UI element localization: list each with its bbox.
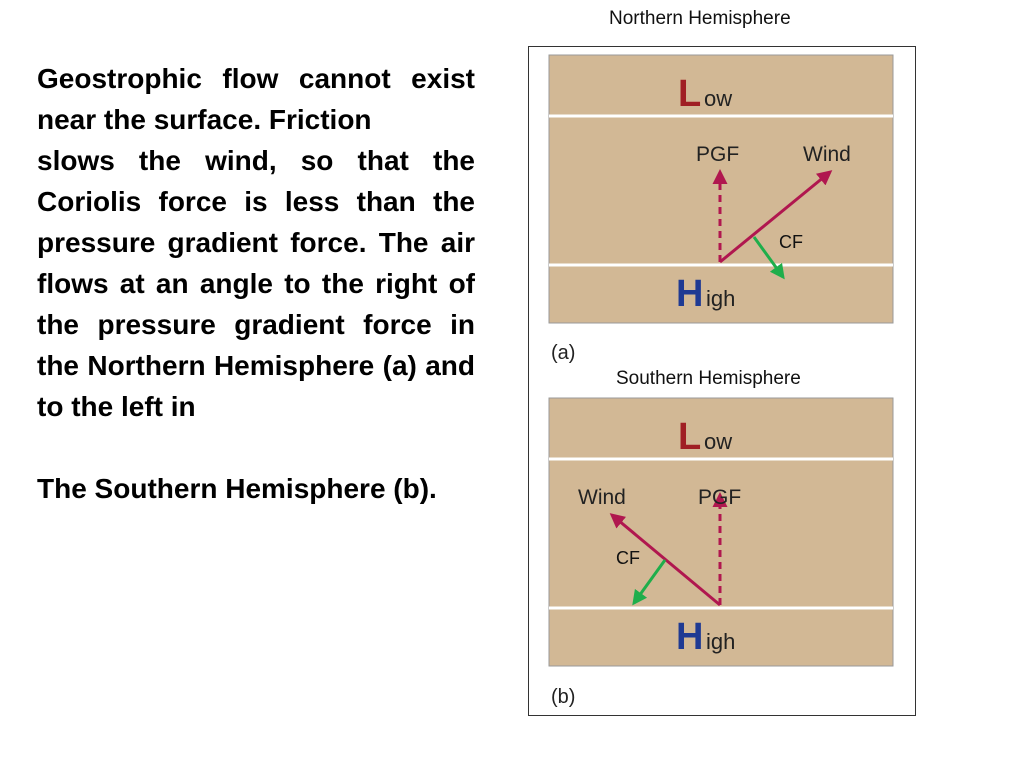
high-initial: H — [676, 273, 703, 315]
cf-label-south: CF — [616, 548, 640, 568]
pgf-label: PGF — [698, 486, 741, 509]
cf-label-north: CF — [779, 232, 803, 252]
low-initial: L — [678, 416, 701, 458]
wind-label: Wind — [578, 486, 626, 509]
high-rest: igh — [706, 629, 735, 654]
low-initial: L — [678, 73, 701, 115]
paragraph-1: Geostrophic flow cannot exist near the s… — [37, 63, 475, 135]
pgf-label: PGF — [696, 143, 739, 166]
northern-hemisphere-label: Northern Hemisphere — [609, 8, 791, 29]
southern-hemisphere-label: Southern Hemisphere — [616, 368, 801, 389]
diagram-panel-northern: L ow H igh PGF Wind — [548, 54, 894, 324]
slide-body-text: Geostrophic flow cannot exist near the s… — [37, 58, 475, 509]
high-initial: H — [676, 616, 703, 658]
paragraph-2: slows the wind, so that the Coriolis for… — [37, 145, 475, 422]
low-rest: ow — [704, 429, 732, 454]
panel-letter-a: (a) — [551, 342, 576, 364]
paragraph-gap — [37, 427, 475, 468]
coriolis-arrow — [632, 559, 667, 606]
panel-letter-b: (b) — [551, 686, 576, 708]
coriolis-arrow — [752, 236, 785, 280]
diagram-panel-southern: L ow H igh PGF Wind — [548, 397, 894, 667]
wind-arrow — [719, 170, 833, 264]
low-rest: ow — [704, 86, 732, 111]
wind-label: Wind — [803, 143, 851, 166]
paragraph-3: The Southern Hemisphere (b). — [37, 473, 437, 504]
wind-arrow — [609, 513, 721, 607]
high-rest: igh — [706, 286, 735, 311]
